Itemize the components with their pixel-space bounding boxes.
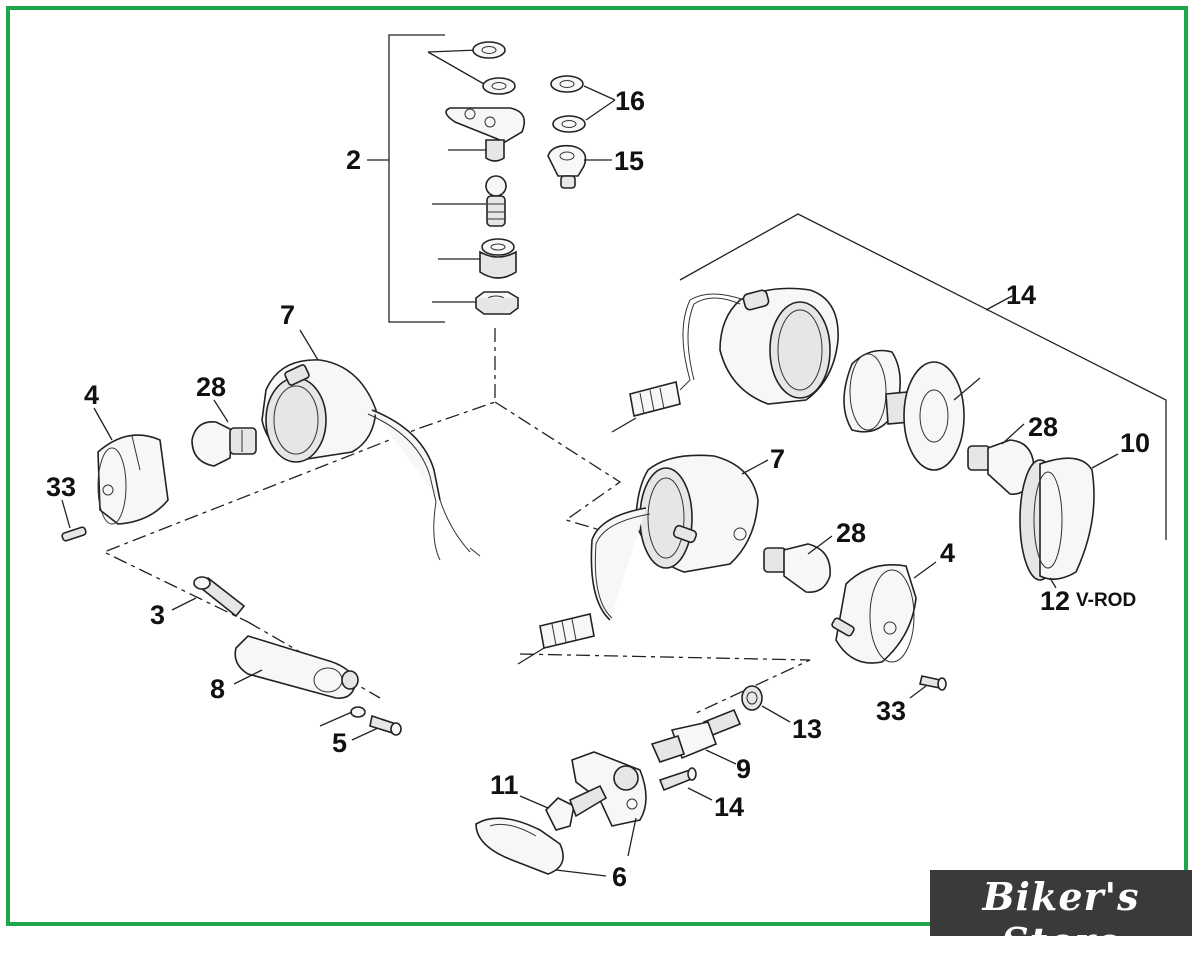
connector-lower-right bbox=[517, 613, 595, 665]
housing-7-left bbox=[261, 329, 377, 463]
screw-33-left bbox=[61, 499, 87, 542]
star-washer-16b bbox=[552, 115, 586, 133]
housing-7-right bbox=[635, 454, 769, 573]
label-2: 2 bbox=[346, 145, 361, 175]
shell-14 bbox=[679, 287, 839, 405]
label-28-left: 28 bbox=[196, 372, 226, 402]
bulb-28-left bbox=[191, 399, 257, 467]
ball-stud bbox=[485, 175, 507, 227]
group-14-bracket bbox=[679, 213, 1167, 540]
label-33-right: 33 bbox=[876, 696, 906, 726]
label-9: 9 bbox=[736, 754, 751, 784]
bolt-3 bbox=[171, 576, 246, 618]
label-33-left: 33 bbox=[46, 472, 76, 502]
lens-10 bbox=[1019, 453, 1119, 589]
label-14-bottom: 14 bbox=[714, 792, 744, 822]
mount-plate bbox=[445, 107, 526, 162]
wire-right bbox=[590, 507, 651, 621]
label-28-right-mid: 28 bbox=[836, 518, 866, 548]
bulb-28-right-mid bbox=[763, 535, 833, 593]
bolt-11 bbox=[519, 784, 608, 831]
label-7-left: 7 bbox=[280, 300, 295, 330]
group-2-bracket bbox=[367, 34, 488, 323]
screw-5 bbox=[319, 706, 402, 741]
label-16: 16 bbox=[615, 86, 645, 116]
label-4-left: 4 bbox=[84, 380, 99, 410]
arm-8 bbox=[233, 635, 359, 699]
diagram-drawing: 2 16 15 14 7 4 28 33 7 28 10 28 4 12 V-R… bbox=[46, 34, 1167, 892]
label-v-rod: V-ROD bbox=[1076, 590, 1136, 611]
bulb-28-right-top bbox=[967, 423, 1035, 495]
nut-15 bbox=[547, 144, 612, 189]
label-4-right: 4 bbox=[940, 538, 955, 568]
connector-top-right bbox=[611, 381, 681, 433]
star-washer-top bbox=[472, 41, 506, 59]
watermark-text: Biker's Store bbox=[982, 874, 1140, 964]
watermark-box bbox=[930, 870, 1192, 936]
label-5: 5 bbox=[332, 728, 347, 758]
trim-ring-4-left bbox=[97, 434, 169, 525]
label-15: 15 bbox=[614, 146, 644, 176]
wire-left bbox=[367, 409, 481, 561]
exploded-parts-diagram: 2 16 15 14 7 4 28 33 7 28 10 28 4 12 V-R… bbox=[6, 6, 1192, 936]
green-frame bbox=[6, 6, 1188, 926]
label-28-right-top: 28 bbox=[1028, 412, 1058, 442]
label-7-right: 7 bbox=[770, 444, 785, 474]
star-washer-16a bbox=[550, 75, 584, 93]
label-13: 13 bbox=[792, 714, 822, 744]
screw-33-right bbox=[909, 675, 947, 699]
stud-9 bbox=[650, 708, 742, 765]
hex-nut bbox=[474, 291, 520, 315]
clamp-6 bbox=[475, 751, 647, 877]
label-6: 6 bbox=[612, 862, 627, 892]
star-washer-second bbox=[482, 77, 516, 95]
rubber-bushing bbox=[479, 238, 517, 279]
label-11: 11 bbox=[490, 770, 519, 800]
label-8: 8 bbox=[210, 674, 225, 704]
socket-disc bbox=[885, 361, 981, 471]
label-14-top: 14 bbox=[1006, 280, 1036, 310]
label-3: 3 bbox=[150, 600, 165, 630]
label-12: 12 bbox=[1040, 586, 1070, 616]
label-10: 10 bbox=[1120, 428, 1150, 458]
screw-14-small bbox=[658, 767, 713, 801]
trim-ring-4-right bbox=[831, 561, 937, 664]
spacer-13 bbox=[741, 685, 791, 723]
